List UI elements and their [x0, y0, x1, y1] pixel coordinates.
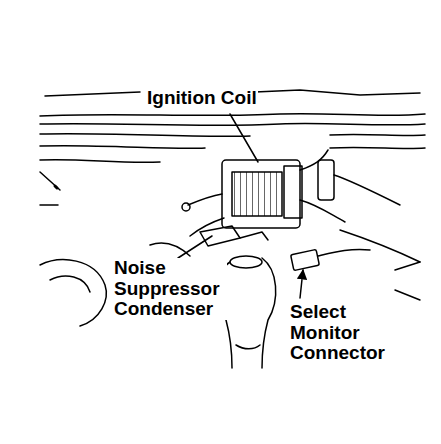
harness [334, 175, 400, 205]
bolt [55, 186, 57, 188]
cowl-line [45, 92, 140, 96]
part-label: Ignition Coil [146, 88, 258, 109]
body-edge [395, 262, 420, 300]
coil-ribs [232, 172, 282, 216]
body-edge [40, 172, 60, 205]
leader-line [300, 270, 303, 298]
cowl-line [40, 134, 425, 137]
cowl-line [40, 146, 425, 149]
harness [340, 230, 420, 262]
leader-line [230, 114, 258, 162]
hose-clamp [236, 345, 260, 349]
coil-terminal-block [284, 166, 302, 218]
leader-line [178, 236, 212, 258]
cowl-line [40, 160, 160, 163]
wire [188, 194, 222, 205]
cowl-line [40, 114, 425, 116]
cowl-line [255, 90, 420, 95]
left-housing [50, 276, 90, 292]
wire-terminal [182, 203, 190, 211]
cowl-line [40, 124, 425, 126]
connector-wire [318, 249, 370, 256]
condenser-bracket [240, 232, 268, 240]
select-monitor-connector [291, 249, 320, 270]
part-label: Noise Suppressor Condenser [113, 258, 227, 320]
coil-connector [318, 160, 334, 200]
coil-wire [300, 150, 345, 222]
hose [262, 258, 276, 368]
noise-suppressor-condenser [200, 226, 240, 246]
left-housing [40, 260, 106, 326]
part-label: Select Monitor Connector [289, 302, 399, 364]
hose-end [230, 256, 262, 268]
wire [190, 218, 224, 236]
